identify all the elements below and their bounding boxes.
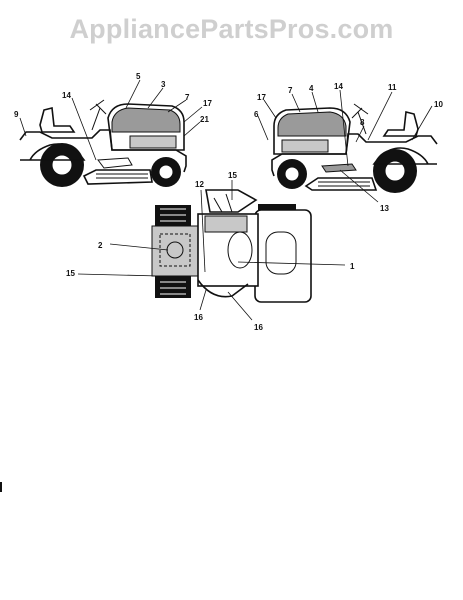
seat-outline-top [159,233,191,267]
hood-right [273,107,351,155]
rear-tire-top-right [155,276,191,298]
mower-deck [82,169,153,185]
callout-7-right: 7 [288,86,293,95]
callout-10: 10 [434,100,443,109]
rear-fender [19,129,187,173]
callout-13: 13 [380,204,389,213]
hood-decal [111,107,181,133]
lower-fender-top [197,279,249,298]
seat-right [382,111,419,137]
callout-12: 12 [195,180,204,189]
footrest [97,157,133,169]
seat [39,107,76,133]
footrest-decal [321,163,357,173]
rear-tire-top-left [155,205,191,227]
side-panel-decal [129,135,177,149]
callout-5: 5 [136,72,141,81]
callout-21: 21 [200,115,209,124]
callout-15-top: 15 [228,171,237,180]
callout-16-a: 16 [194,313,203,322]
side-panel-decal-right [281,139,329,153]
mower-deck-right [304,177,378,191]
tractor-right-side-view: 17 7 4 14 11 6 8 10 13 [254,82,443,213]
tractor-left-side-view: 9 14 5 3 7 17 21 [14,72,212,187]
callout-11: 11 [388,83,397,92]
callout-17-right: 17 [257,93,266,102]
hood-decal-right [277,111,347,137]
hood-top [254,209,312,303]
callout-1: 1 [350,262,355,271]
callout-14: 14 [62,91,71,100]
callout-2: 2 [98,241,103,250]
tractor-top-view: 15 12 2 15 1 16 16 [66,171,355,332]
callout-7: 7 [185,93,190,102]
grille-top [265,231,297,275]
callout-16-b: 16 [254,323,263,332]
watermark: AppliancePartsPros.com [69,14,394,44]
callout-17: 17 [203,99,212,108]
callout-8: 8 [360,118,365,127]
callout-9: 9 [14,110,19,119]
side-chute-top [205,189,258,213]
callout-6: 6 [254,110,259,119]
callout-15-left: 15 [66,269,75,278]
rear-fender-right [271,133,438,177]
dash-decal-top [204,215,248,233]
callout-4: 4 [309,84,314,93]
callout-14-right: 14 [334,82,343,91]
callout-3: 3 [161,80,166,89]
